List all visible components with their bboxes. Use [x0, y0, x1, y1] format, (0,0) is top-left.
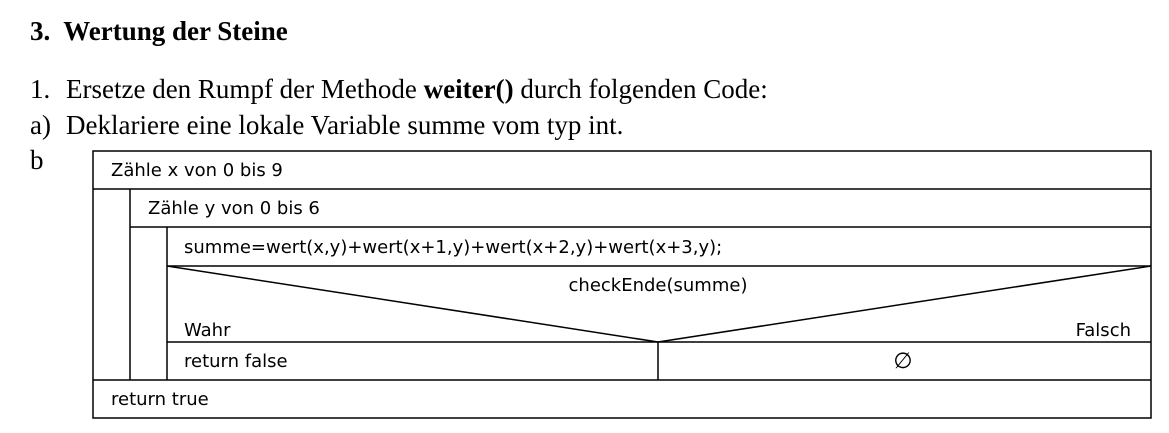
task-a-text: Deklariere eine lokale Variable summe vo… [66, 110, 624, 140]
task-1-method: weiter() [423, 74, 514, 104]
task-b: b [30, 147, 66, 174]
task-1-text-before: Ersetze den Rumpf der Methode [66, 74, 424, 104]
outer-loop-frame [92, 150, 1152, 419]
inner-loop-label: Zähle y von 0 bis 6 [148, 198, 320, 219]
task-1: 1. Ersetze den Rumpf der Methode weiter()… [30, 76, 768, 103]
final-statement: return true [111, 389, 209, 410]
empty-set-symbol: ∅ [893, 349, 912, 374]
task-1-marker: 1. [30, 74, 51, 104]
true-label: Wahr [184, 320, 231, 341]
assignment-statement: summe=wert(x,y)+wert(x+1,y)+wert(x+2,y)+… [184, 237, 722, 258]
section-title: Wertung der Steine [63, 16, 288, 46]
task-b-marker: b [30, 145, 44, 175]
false-label: Falsch [1076, 320, 1131, 341]
section-heading: 3. Wertung der Steine [30, 18, 288, 45]
task-1-text-after: durch folgenden Code: [513, 74, 768, 104]
true-branch-statement: return false [184, 351, 288, 372]
condition-left-diagonal [166, 265, 659, 343]
outer-loop-label: Zähle x von 0 bis 9 [111, 160, 283, 181]
task-a-marker: a) [30, 110, 51, 140]
condition-label: checkEnde(summe) [569, 275, 748, 296]
condition-right-diagonal [657, 265, 1152, 343]
section-number: 3. [30, 16, 51, 46]
task-a: a) Deklariere eine lokale Variable summe … [30, 112, 623, 139]
